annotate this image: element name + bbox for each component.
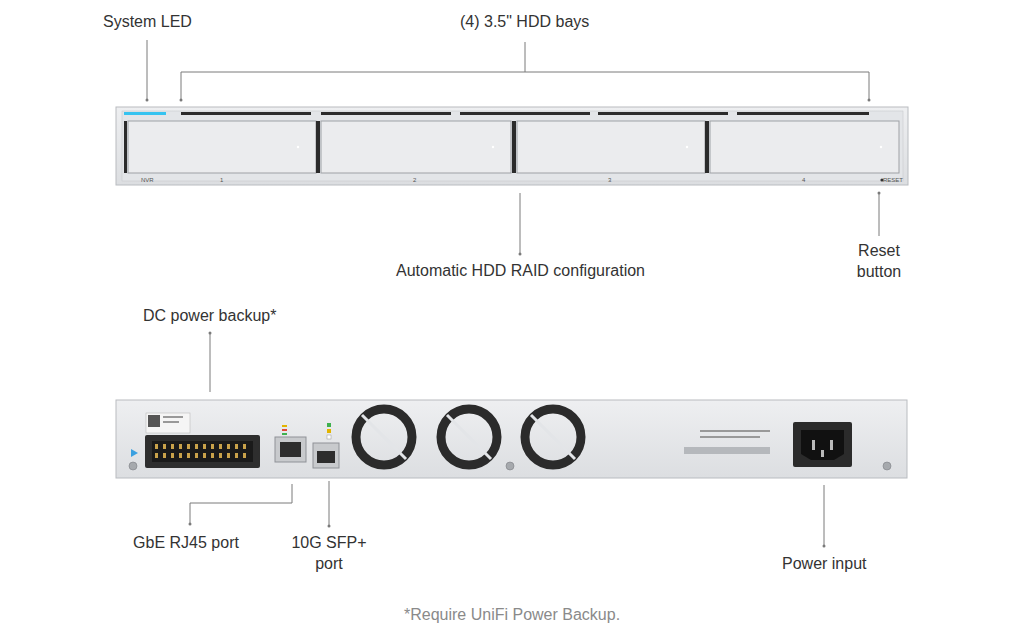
front-panel	[116, 107, 908, 185]
footnote: *Require UniFi Power Backup.	[404, 604, 620, 625]
panel-marking: 3	[608, 177, 611, 184]
panel-marking: 2	[413, 177, 416, 184]
fans	[356, 409, 581, 465]
callout-label: Power input	[782, 553, 867, 574]
rj45-port	[275, 437, 306, 462]
callout-label: Reset button	[844, 240, 914, 282]
panel-marking: 1	[220, 177, 223, 184]
panel-marking: RESET	[883, 177, 903, 184]
rear-panel	[116, 400, 907, 478]
panel-marking: 4	[802, 177, 805, 184]
sfp-port	[313, 443, 339, 468]
callout-label: (4) 3.5" HDD bays	[460, 11, 589, 32]
dc-connector	[145, 435, 260, 468]
callout-label: System LED	[103, 11, 192, 32]
callout-label: 10G SFP+ port	[284, 532, 374, 574]
callout-label: Automatic HDD RAID configuration	[396, 260, 645, 281]
power-inlet	[793, 422, 852, 467]
panel-marking: NVR	[141, 177, 154, 184]
callout-label: DC power backup*	[143, 305, 276, 326]
callout-label: GbE RJ45 port	[131, 532, 241, 553]
system-led	[124, 112, 166, 115]
